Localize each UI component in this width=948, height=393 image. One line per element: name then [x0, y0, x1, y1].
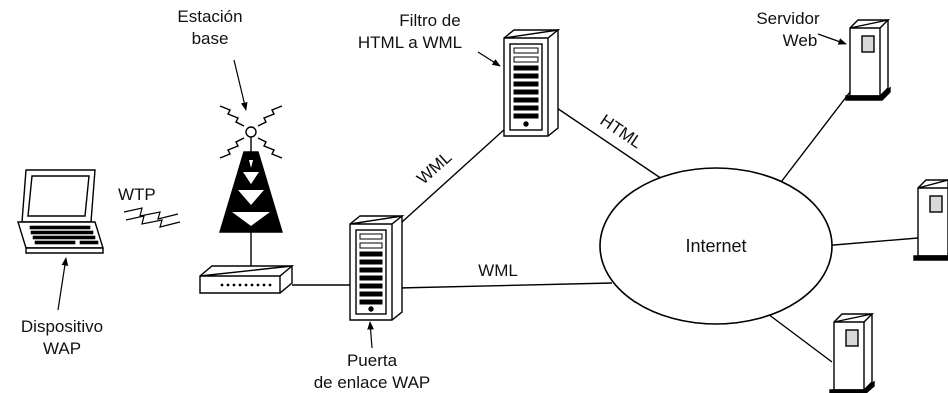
- connection-lines: [292, 91, 919, 363]
- wml-diagonal-label: WML: [413, 148, 455, 189]
- web-server-icon-top: [845, 18, 891, 101]
- html-diagonal-label: HTML: [597, 111, 646, 153]
- base-station-box-icon: [199, 265, 295, 294]
- link-internet-server-top: [777, 91, 851, 187]
- filtro-label-line1: Filtro de: [399, 11, 460, 30]
- antenna-tower-icon: [219, 105, 283, 266]
- link-gateway-internet: [397, 282, 613, 289]
- estacion-base-label-line2: base: [192, 29, 229, 48]
- dispositivo-wap-label-line2: WAP: [43, 339, 81, 358]
- puerta-enlace-label-line2: de enlace WAP: [314, 373, 431, 392]
- wml-horizontal-label: WML: [478, 261, 518, 280]
- internet-label: Internet: [685, 236, 746, 256]
- wtp-label: WTP: [118, 185, 156, 204]
- puerta-enlace-label-line1: Puerta: [347, 351, 398, 370]
- dispositivo-wap-label-line1: Dispositivo: [21, 317, 103, 336]
- link-gateway-filter: [401, 127, 507, 223]
- filter-server-icon: [503, 28, 561, 137]
- servidor-web-label-line2: Web: [783, 31, 818, 50]
- laptop-icon: [17, 169, 104, 254]
- wireless-bolt-icon: [123, 207, 181, 228]
- annotation-arrows: [57, 33, 847, 349]
- link-filter-internet: [547, 101, 669, 184]
- servidor-web-label-line1: Servidor: [756, 9, 820, 28]
- internet-cloud: Internet: [599, 167, 833, 325]
- link-internet-server-bottom: [767, 313, 833, 363]
- link-internet-server-mid: [821, 237, 919, 247]
- estacion-base-label-line1: Estación: [177, 7, 242, 26]
- gateway-server-icon: [349, 214, 405, 321]
- web-server-icon-middle: [913, 179, 948, 261]
- filtro-label-line2: HTML a WML: [358, 33, 462, 52]
- web-server-icon-bottom: [829, 312, 875, 393]
